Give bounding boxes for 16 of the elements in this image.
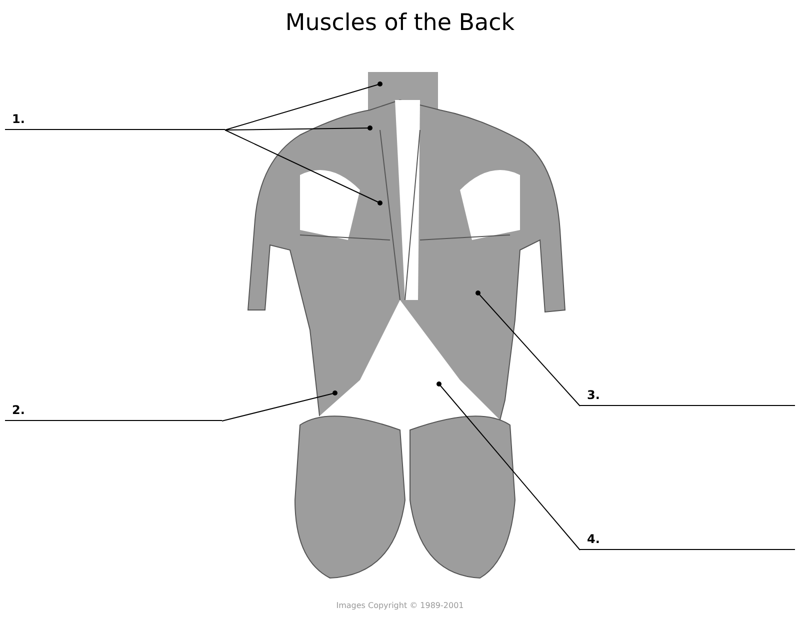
- callout-number: 3.: [587, 388, 600, 402]
- title: Muscles of the Back: [285, 9, 515, 38]
- callout-number: 1.: [12, 112, 25, 126]
- leader-line: [476, 290, 580, 406]
- fill-in-line: [5, 403, 222, 421]
- fill-in-line: [580, 532, 795, 550]
- callout-number: 4.: [587, 532, 600, 546]
- leader-line: [224, 82, 382, 130]
- copyright-note: Images Copyright © 1989-2001: [336, 600, 464, 612]
- fill-in-line: [580, 388, 795, 406]
- fill-in-line: [5, 112, 225, 130]
- leader-line: [224, 130, 382, 206]
- leader-line: [224, 126, 372, 130]
- leader-line: [436, 382, 580, 550]
- callout-number: 2.: [12, 403, 25, 417]
- leader-line: [222, 390, 338, 422]
